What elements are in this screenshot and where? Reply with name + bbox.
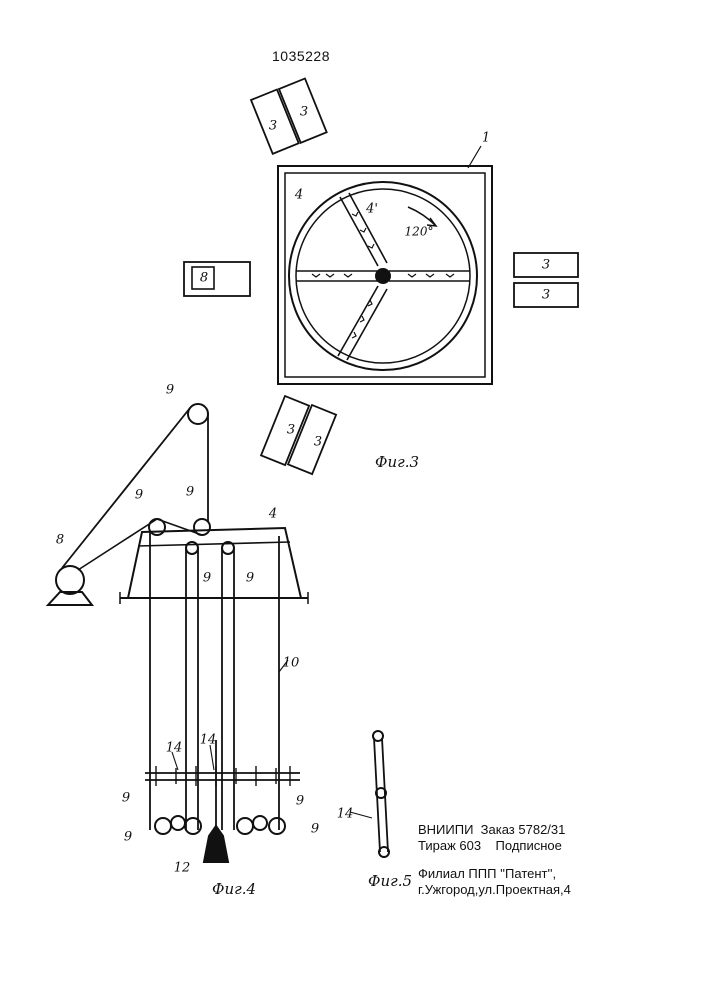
label-9-frame-right: 9 [186, 485, 194, 500]
station-block-lower-left [261, 396, 336, 474]
label-9-inner-right: 9 [246, 571, 254, 586]
label-3-f: 3 [314, 435, 322, 450]
figure-3 [184, 79, 578, 475]
label-9-bottom-a: 9 [122, 791, 130, 806]
label-3-e: 3 [287, 423, 295, 438]
leader-1 [468, 146, 481, 168]
label-3-c: 3 [542, 258, 550, 273]
label-12: 12 [174, 861, 191, 876]
vertical-cables [150, 532, 279, 840]
imprint-line-1: ВНИИПИ Заказ 5782/31 [418, 822, 565, 838]
label-9-bottom-b: 9 [124, 830, 132, 845]
leader-lines-fig4 [172, 660, 288, 770]
label-3-a: 3 [269, 119, 277, 134]
imprint-org: ВНИИПИ [418, 822, 473, 837]
label-9-top: 9 [166, 383, 174, 398]
frame-inner-beam [138, 542, 290, 546]
imprint-line-2: Тираж 603 Подписное [418, 838, 562, 854]
item-12 [204, 826, 228, 862]
label-3-d: 3 [542, 288, 550, 303]
label-4-prime: 4' [365, 202, 378, 217]
caption-fig-3: Фиг.3 [375, 453, 419, 471]
label-9-frame-left: 9 [135, 488, 143, 503]
spoke-left [296, 271, 378, 281]
label-9-bottom-c: 9 [296, 794, 304, 809]
spoke-upper [340, 193, 387, 266]
imprint-type: Подписное [496, 838, 562, 853]
pulley-top [188, 404, 208, 424]
label-8-fig3: 8 [200, 271, 208, 286]
label-9-inner-left: 9 [203, 571, 211, 586]
label-3-b: 3 [300, 105, 308, 120]
label-4: 4 [294, 188, 303, 203]
rotation-arrow [408, 207, 436, 226]
label-14-b: 14 [200, 733, 217, 748]
label-14-fig5: 14 [337, 807, 354, 822]
spoke-lower [338, 286, 387, 360]
frame-4 [128, 528, 301, 598]
cable-frame-1 [78, 519, 157, 570]
caption-fig-5: Фиг.5 [368, 872, 412, 890]
label-14-a: 14 [166, 741, 183, 756]
motor-8 [56, 566, 84, 594]
imprint-run: Тираж 603 [418, 838, 481, 853]
figure-5 [350, 731, 389, 857]
station-block-upper-left [251, 79, 327, 154]
label-4-fig4: 4 [268, 507, 277, 522]
drum-hub [376, 269, 390, 283]
imprint-line-4: г.Ужгород,ул.Проектная,4 [418, 882, 571, 898]
label-9-bottom-d: 9 [311, 822, 319, 837]
labels: 1 4 4' 120° 8 3 3 3 3 3 3 9 9 9 4 8 9 9 … [56, 105, 550, 876]
label-1: 1 [482, 131, 490, 146]
label-angle: 120° [405, 225, 434, 239]
label-8-fig4: 8 [56, 533, 64, 548]
caption-fig-4: Фиг.4 [212, 880, 256, 898]
cable-motor-top [62, 408, 190, 568]
imprint-order: Заказ 5782/31 [481, 822, 566, 837]
imprint-line-3: Филиал ППП ''Патент'', [418, 866, 556, 882]
figure-4 [48, 404, 308, 862]
label-10: 10 [283, 656, 300, 671]
